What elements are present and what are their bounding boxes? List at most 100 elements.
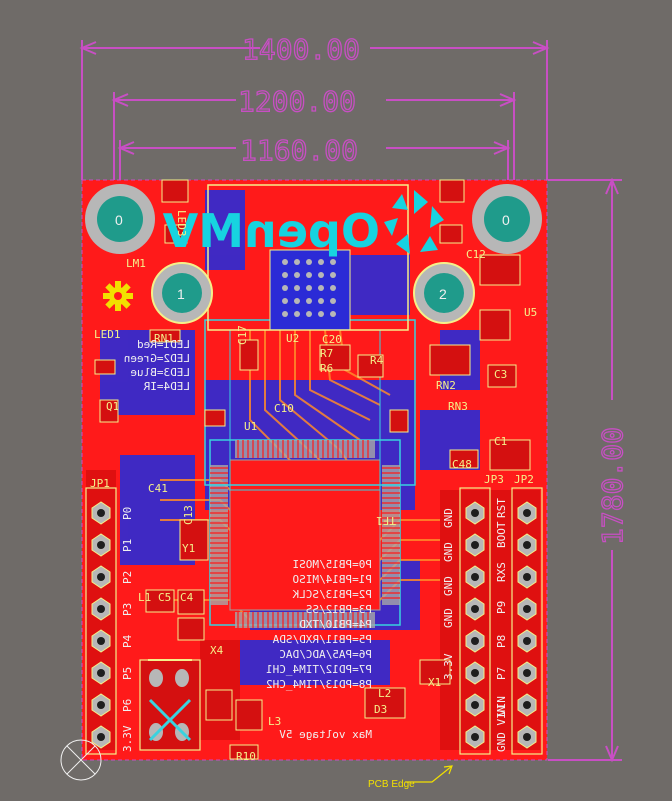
- mount-hole-0-right: 0: [472, 184, 542, 254]
- svg-text:GND: GND: [442, 508, 455, 528]
- label-u5: U5: [524, 306, 537, 319]
- label-jp3: JP3: [484, 473, 504, 486]
- pin-map-line-1: P0=PB15/MOSI: [293, 558, 372, 571]
- label-r6: R6: [320, 362, 333, 375]
- pcb-edge-callout: PCB Edge: [368, 765, 453, 790]
- pin-map-line-4: P3=PB12/SS: [306, 603, 372, 616]
- crystal-y1: [179, 519, 209, 561]
- label-rn2: RN2: [436, 379, 456, 392]
- smd-parts: [94, 179, 531, 760]
- pin-map-line-3: P2=PB13/SCLK: [292, 588, 372, 601]
- label-c3: C3: [494, 368, 507, 381]
- mcu-u1: [204, 319, 416, 628]
- svg-text:P9: P9: [495, 601, 508, 614]
- svg-text:1: 1: [177, 286, 185, 302]
- svg-text:P4: P4: [121, 634, 134, 648]
- pin-map-legend: P0=PB15/MOSI P1=PB14/MISO P2=PB13/SCLK P…: [266, 558, 372, 691]
- header-right-jp3: [459, 487, 491, 755]
- origin-marker-icon: [60, 739, 102, 781]
- label-u2: U2: [286, 332, 299, 345]
- label-c20: C20: [322, 333, 342, 346]
- label-c17: C17: [236, 325, 249, 345]
- dimension-labels: 1400.00 1200.00 1160.00 1780.00: [236, 32, 630, 550]
- svg-text:P2: P2: [121, 571, 134, 584]
- pin-map-line-5: P4=PB10/TXD: [299, 618, 372, 631]
- label-d3: D3: [374, 703, 387, 716]
- led-legend-line-2: LED2=Green: [124, 352, 190, 365]
- mount-hole-0-left: 0: [85, 184, 155, 254]
- label-l3: L3: [268, 715, 281, 728]
- gnd-vin-label: GND VIN: [495, 706, 508, 752]
- svg-text:GND: GND: [442, 542, 455, 562]
- svg-text:P5: P5: [121, 667, 134, 680]
- label-c5: C5: [158, 591, 171, 604]
- svg-text:P8: P8: [495, 635, 508, 648]
- svg-text:P0: P0: [121, 507, 134, 520]
- mount-hole-1: 1: [151, 262, 213, 324]
- label-r7: R7: [320, 347, 333, 360]
- label-c48: C48: [452, 458, 472, 471]
- mount-hole-2: 2: [413, 262, 475, 324]
- svg-text:3.3V: 3.3V: [442, 653, 455, 680]
- pin-map-line-2: P1=PB14/MISO: [293, 573, 372, 586]
- label-c4: C4: [180, 591, 194, 604]
- label-x1: X1: [428, 676, 441, 689]
- header-left-jp1: [85, 487, 117, 755]
- svg-text:0: 0: [115, 212, 123, 228]
- svg-text:0: 0: [502, 212, 510, 228]
- right-header-b-labels: VIN P7 P8 P9 RXS BOOT RST: [495, 498, 508, 716]
- label-led1: LED1: [94, 328, 121, 341]
- svg-text:BOOT: BOOT: [495, 521, 508, 548]
- openmv-logo-mark: [384, 190, 444, 254]
- svg-text:P6: P6: [121, 699, 134, 712]
- label-rn1: RN1: [154, 332, 174, 345]
- label-y1: Y1: [182, 542, 195, 555]
- pcb-edge-label: PCB Edge: [368, 779, 415, 790]
- label-jp1: JP1: [90, 477, 110, 490]
- svg-text:P1: P1: [121, 539, 134, 552]
- label-r10: R10: [236, 750, 256, 763]
- label-c10: C10: [274, 402, 294, 415]
- svg-text:VIN: VIN: [495, 696, 508, 716]
- label-lm1: LM1: [126, 257, 146, 270]
- led-legend: LED1=Red LED2=Green LED3=Blue LED4=IR: [124, 338, 190, 393]
- label-u1: U1: [244, 420, 257, 433]
- label-jp2: JP2: [514, 473, 534, 486]
- svg-text:GND: GND: [442, 576, 455, 596]
- designators: LED3 LM1 LED1 RN1 U2 C20 R7 R6 R4 C17 C1…: [90, 210, 537, 763]
- left-header-labels: 3.3V P6 P5 P4 P3 P2 P1 P0: [121, 507, 134, 752]
- openmv-logo: OpenMV: [103, 190, 444, 311]
- svg-text:RXS: RXS: [495, 562, 508, 582]
- label-c41: C41: [148, 482, 168, 495]
- pin-map-line-9: P8=PD13/TIM4_CH2: [266, 678, 372, 691]
- gear-icon: [103, 281, 133, 311]
- label-c13: C13: [182, 505, 195, 525]
- label-l1: L1: [138, 591, 151, 604]
- svg-text:P3: P3: [121, 603, 134, 616]
- svg-text:RST: RST: [495, 498, 508, 518]
- dim-label-1400: 1400.00: [242, 33, 360, 66]
- svg-text:3.3V: 3.3V: [121, 725, 134, 752]
- label-r4: R4: [370, 354, 384, 367]
- sensor-u2: [207, 184, 409, 331]
- label-tf1: TF1: [376, 514, 396, 527]
- dim-label-1200: 1200.00: [238, 85, 356, 118]
- dim-label-1160: 1160.00: [240, 134, 358, 167]
- label-rn3: RN3: [448, 400, 468, 413]
- label-l2: L2: [378, 687, 391, 700]
- label-c12: C12: [466, 248, 486, 261]
- label-x4: X4: [210, 644, 224, 657]
- right-header-a-labels: 3.3V GND GND GND GND: [442, 508, 455, 680]
- dim-label-1780: 1780.00: [596, 427, 629, 545]
- svg-text:P7: P7: [495, 667, 508, 680]
- header-right-jp2: [511, 487, 543, 755]
- svg-text:GND: GND: [442, 608, 455, 628]
- led-legend-line-1: LED1=Red: [137, 338, 190, 351]
- pin-map-line-7: P6=PA5/ADC/DAC: [279, 648, 372, 661]
- led-legend-line-4: LED4=IR: [143, 380, 190, 393]
- label-q1: Q1: [106, 400, 119, 413]
- pin-map-line-6: P5=PB11/RXD/SDA: [272, 633, 372, 646]
- svg-text:2: 2: [439, 286, 447, 302]
- usb-connector: [139, 659, 201, 751]
